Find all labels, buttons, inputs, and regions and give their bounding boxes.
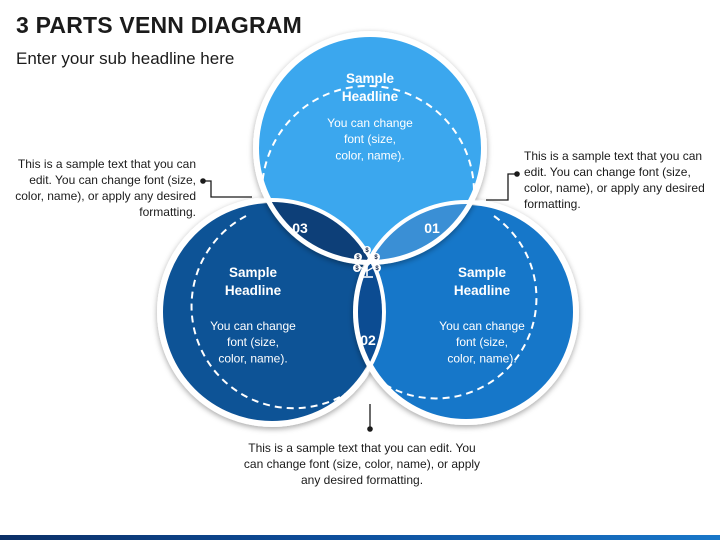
page-title: 3 PARTS VENN DIAGRAM <box>16 12 302 38</box>
overlap-label-02: 02 <box>360 332 376 348</box>
connector-left <box>203 180 252 198</box>
svg-text:$: $ <box>355 266 359 272</box>
note-bottom: This is a sample text that you can edit.… <box>243 441 481 487</box>
svg-text:$: $ <box>365 248 369 254</box>
footer-bar <box>0 535 720 540</box>
overlap-label-03: 03 <box>292 220 308 236</box>
svg-text:$: $ <box>375 266 379 272</box>
note-left: This is a sample text that you can edit.… <box>15 157 196 219</box>
money-tree-icon: $ $ $ $ $ <box>353 246 381 278</box>
svg-text:$: $ <box>374 255 378 261</box>
page-subtitle: Enter your sub headline here <box>16 49 235 68</box>
overlap-label-01: 01 <box>424 220 440 236</box>
note-right: This is a sample text that you can edit.… <box>524 149 705 211</box>
connector-right <box>486 173 517 201</box>
svg-text:$: $ <box>356 255 360 261</box>
